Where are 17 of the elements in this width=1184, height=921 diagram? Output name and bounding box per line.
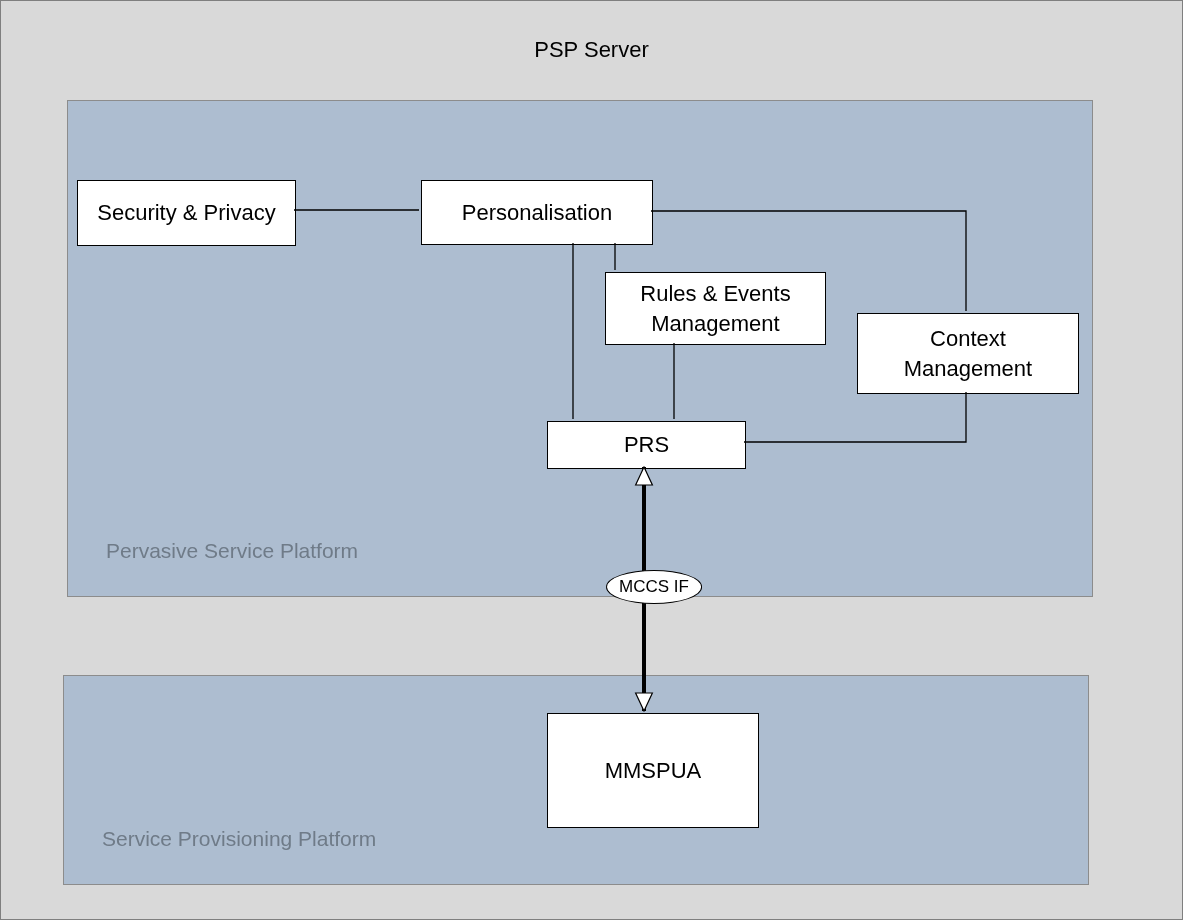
connector-line (614, 242, 616, 271)
component-box: PRS (547, 421, 746, 469)
component-box: Rules & Events Management (605, 272, 826, 345)
connector-line (743, 391, 967, 443)
connector-line (293, 209, 420, 211)
connector-line (673, 342, 675, 420)
platform-panel (67, 100, 1093, 597)
platform-label: Service Provisioning Platform (102, 825, 377, 852)
component-box: MMSPUA (547, 713, 759, 828)
connector-line (650, 210, 967, 312)
component-box: Context Management (857, 313, 1079, 394)
component-box: Security & Privacy (77, 180, 296, 246)
platform-label: Pervasive Service Platform (106, 537, 359, 564)
platform-panel (63, 675, 1089, 885)
server-title: PSP Server (533, 36, 650, 64)
component-box: Personalisation (421, 180, 653, 245)
connector-line (572, 242, 574, 420)
